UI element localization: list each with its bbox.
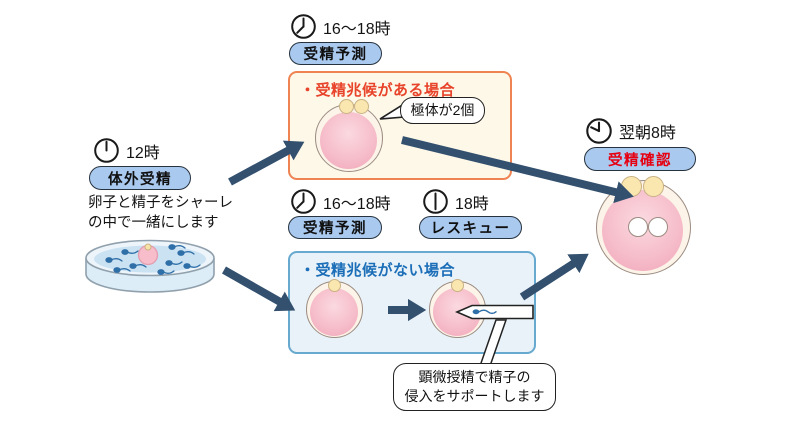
prediction-top-time-row: 16〜18時 — [290, 13, 391, 40]
polar-body — [354, 99, 369, 114]
clock-16-18-icon — [291, 14, 316, 39]
ivf-time-label: 12時 — [126, 144, 160, 162]
prediction-mid-time-row: 16〜18時 — [290, 188, 391, 215]
rescue-time-label: 18時 — [455, 195, 489, 213]
pronucleus — [628, 217, 648, 237]
arrow-ivf-to-negative — [222, 266, 296, 312]
polar-body — [643, 176, 664, 197]
confirm-time-row: 翌朝8時 — [585, 117, 676, 145]
prediction-top-time-label: 16〜18時 — [323, 20, 391, 38]
icsi-callout-line1: 顕微授精で精子の — [418, 369, 531, 385]
petri-dish-illustration — [85, 239, 215, 293]
polar-body — [621, 176, 642, 197]
prediction-top-badge: 受精予測 — [289, 42, 382, 65]
confirm-time-label: 翌朝8時 — [619, 125, 676, 142]
confirm-badge: 受精確認 — [584, 147, 696, 171]
ivf-description: 卵子と精子をシャーレ の中で一緒にします — [88, 193, 233, 233]
egg-two-polar-bodies — [315, 104, 383, 172]
prediction-mid-time-label: 16〜18時 — [323, 195, 391, 213]
prediction-mid-badge: 受精予測 — [288, 216, 382, 239]
clock-12-icon — [94, 138, 119, 163]
polar-body — [451, 279, 464, 292]
clock-18-icon — [423, 189, 448, 214]
sperm-icon — [105, 244, 201, 275]
ivf-description-line2: の中で一緒にします — [88, 215, 219, 231]
icsi-callout: 顕微授精で精子の 侵入をサポートします — [393, 363, 556, 411]
pronucleus — [648, 217, 668, 237]
polar-body-callout: 極体が2個 — [400, 97, 485, 124]
ivf-time-row: 12時 — [93, 137, 160, 164]
clock-16-18-icon — [291, 189, 316, 214]
positive-case-title: ・受精兆候がある場合 — [300, 82, 456, 99]
negative-case-title: ・受精兆候がない場合 — [300, 262, 456, 279]
clock-8-icon — [586, 118, 612, 144]
ivf-step-badge: 体外受精 — [89, 166, 191, 190]
rescue-badge: レスキュー — [419, 216, 522, 239]
polar-body — [339, 99, 354, 114]
rescue-time-row: 18時 — [422, 188, 489, 215]
polar-body — [328, 279, 341, 292]
egg-one-polar-body — [306, 281, 363, 338]
arrow-ivf-to-positive — [228, 140, 305, 186]
ivf-description-line1: 卵子と精子をシャーレ — [88, 195, 233, 211]
icsi-callout-line2: 侵入をサポートします — [404, 388, 545, 404]
